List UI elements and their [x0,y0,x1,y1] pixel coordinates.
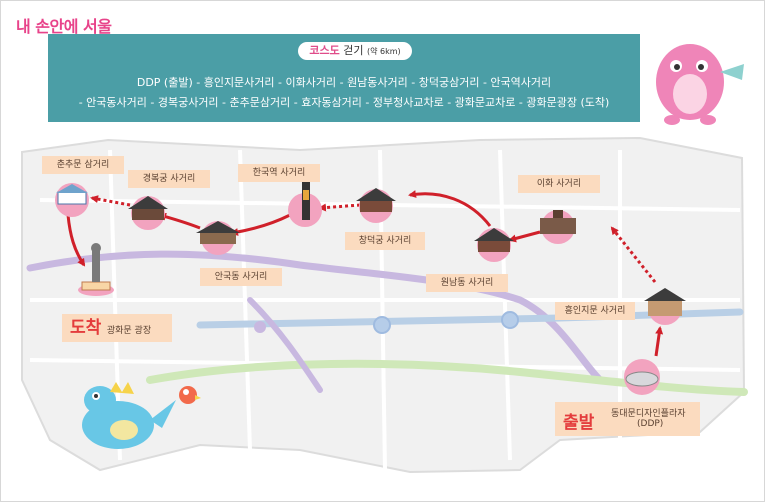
arrow-gyeongbok-to-chunchu [90,195,131,207]
subway-line-purple [26,250,604,384]
start-word: 출발 [563,413,595,433]
blue-dinosaur-mascot [82,382,176,449]
pink-mascot-character [656,44,744,125]
arrow-wonnam-to-changdeok [408,190,492,227]
station-wonnamdong [474,228,514,262]
label-heunginjimun: 흥인지문 사거리 [555,302,635,320]
station-gyeongbokgung [128,196,168,230]
arrow-ddp-to-heungin [654,326,664,357]
route-description-line2: - 안국동사거리 - 경복궁사거리 - 춘추문삼거리 - 효자동삼거리 - 정부… [78,96,610,109]
route-arrows [66,190,664,357]
course-mode: 걷기 [343,44,364,57]
transfer-circle-1 [373,316,391,334]
label-gyeongbokgung: 경복궁 사거리 [128,170,210,188]
label-anguk-station: 한국역 사거리 [238,164,320,182]
transfer-circle-3 [254,321,266,333]
seoul-logo: 내 손안에 서울 [16,13,112,37]
course-header: 코스도 걷기 (약 6km) DDP (출발) - 흥인지문사거리 - 이화사거… [48,34,640,122]
arrow-changdeok-to-anguk-station [318,203,361,212]
course-title: 코스도 [309,44,340,57]
station-gwanghwamun [78,243,114,296]
end-word: 도착 [70,318,102,338]
label-wonnamdong: 원남동 사거리 [426,274,508,292]
arrow-chunchu-to-gwanghwamun [66,214,86,267]
subway-line-green [146,359,748,396]
start-label: 출발 동대문디자인플라자 (DDP) [555,402,700,436]
label-ihwa: 이화 사거리 [518,175,600,193]
transfer-circle-2 [501,311,519,329]
subway-line-purple-2 [247,297,323,393]
end-place-name: 광화문 광장 [106,326,152,336]
start-place-abbr: (DDP) [637,419,664,429]
station-heunginjimun [644,288,686,325]
label-changdeokgung: 창덕궁 사거리 [345,232,425,250]
route-description-line1: DDP (출발) - 흥인지문사거리 - 이화사거리 - 원남동사거리 - 창덕… [136,76,552,89]
station-ddp [624,359,660,395]
start-place-name: 동대문디자인플라자 [611,409,686,419]
logo-text: 내 손안에 서울 [16,17,112,36]
station-chunchumun [55,183,89,217]
station-ihwa [540,210,576,244]
course-distance: (약 6km) [366,47,401,56]
course-title-pill: 코스도 걷기 (약 6km) [298,42,412,60]
label-chunchumun: 춘추문 삼거리 [42,156,124,174]
arrow-ihwa-to-wonnam [508,230,541,243]
station-anguk [288,178,322,227]
end-label: 도착 광화문 광장 [62,314,172,342]
station-changdeokgung [356,188,396,223]
station-anguk-dong [196,221,240,255]
label-anguk-dong: 안국동 사거리 [200,268,282,286]
small-bird-icon [179,386,201,404]
